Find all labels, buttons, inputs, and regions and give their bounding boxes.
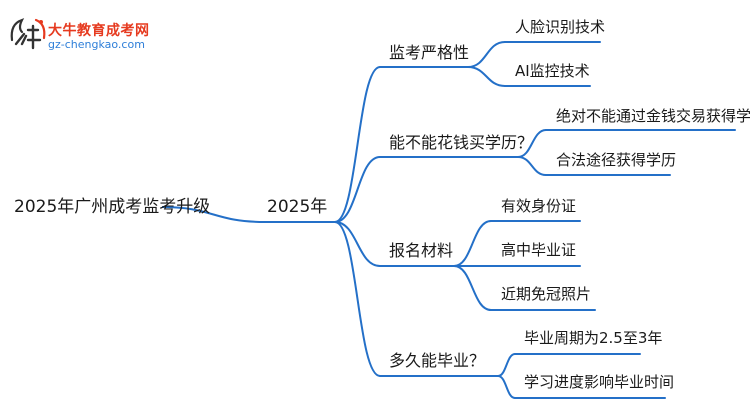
edge-branch-2-leaf-0 xyxy=(453,220,492,267)
branch-graduation-time: 多久能毕业？ xyxy=(389,351,486,370)
leaf-study-progress: 学习进度影响毕业时间 xyxy=(524,373,675,391)
leaf-no-money-trade: 绝对不能通过金钱交易获得学历 xyxy=(556,107,750,125)
leaf-id-card: 有效身份证 xyxy=(501,197,577,215)
branch-buy-degree: 能不能花钱买学历？ xyxy=(389,133,534,152)
leaf-ai-monitoring: AI监控技术 xyxy=(515,62,590,80)
bull-logo-icon xyxy=(10,18,46,50)
brand-name: 大牛教育成考网 xyxy=(48,23,150,39)
edge-branch-0-leaf-1 xyxy=(467,66,506,87)
edge-branch-1-leaf-0 xyxy=(517,129,547,158)
branch-application-materials: 报名材料 xyxy=(389,241,454,260)
leaf-graduation-period: 毕业周期为2.5至3年 xyxy=(524,329,663,347)
edge-branch-0-leaf-0 xyxy=(467,41,506,68)
leaf-recent-photo: 近期免冠照片 xyxy=(501,285,592,303)
edge-branch-2-leaf-2 xyxy=(453,265,492,311)
brand-logo: 大牛教育成考网 gz-chengkao.com xyxy=(6,14,176,54)
branch-monitoring-strictness: 监考严格性 xyxy=(389,43,470,62)
edge-center-branch-0 xyxy=(334,66,381,223)
leaf-high-school-cert: 高中毕业证 xyxy=(501,241,577,259)
root-node: 2025年广州成考监考升级 xyxy=(14,197,211,217)
brand-url: gz-chengkao.com xyxy=(48,38,145,51)
edge-branch-3-leaf-0 xyxy=(497,353,516,377)
center-node: 2025年 xyxy=(267,197,328,217)
edge-root-center xyxy=(161,206,266,223)
leaf-face-recognition: 人脸识别技术 xyxy=(515,18,606,36)
edge-center-branch-2 xyxy=(334,221,381,267)
edge-branch-3-leaf-1 xyxy=(497,375,516,399)
edge-branch-1-leaf-1 xyxy=(517,156,547,176)
edge-center-branch-3 xyxy=(334,221,381,377)
leaf-legal-way: 合法途径获得学历 xyxy=(556,151,677,169)
edge-center-branch-1 xyxy=(334,156,381,223)
